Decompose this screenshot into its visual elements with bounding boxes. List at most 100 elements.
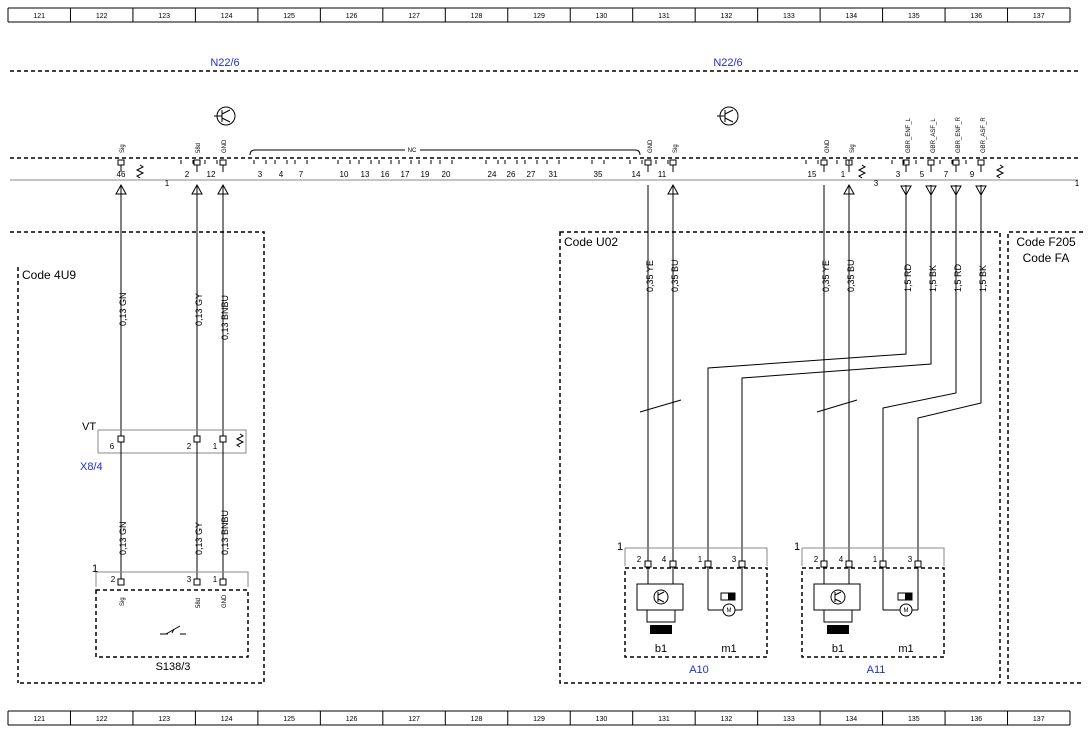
ruler-cell-label: 128 xyxy=(471,716,483,723)
code-f205-boundary xyxy=(1007,231,1083,684)
wire-rd xyxy=(882,185,957,563)
ruler-cell-label: 129 xyxy=(533,716,545,723)
ruler-cell-label: 122 xyxy=(96,716,108,723)
ruler-cell-label: 134 xyxy=(846,716,858,723)
ruler-cell-label: 131 xyxy=(658,716,670,723)
ruler-cell-label: 124 xyxy=(221,716,233,723)
ruler-cell-label: 121 xyxy=(33,716,45,723)
ruler-cell-label: 135 xyxy=(908,13,920,20)
wire-bk xyxy=(741,185,932,563)
a11-b1-label: b1 xyxy=(832,643,844,655)
connector-pin-number: 13 xyxy=(361,170,370,179)
motor-icon: M xyxy=(727,608,732,614)
nc-label: NC xyxy=(408,148,417,154)
pin-number: 2 xyxy=(111,575,116,584)
wire-label: 0,35 BU xyxy=(846,259,856,292)
pin-number: 2 xyxy=(187,442,192,451)
pin-signal-label: Sig xyxy=(673,144,679,153)
pin-signal-label: GBR_ENF_L xyxy=(906,117,912,153)
component-name-a11: A11 xyxy=(867,664,886,676)
connector-pin-number: 17 xyxy=(401,170,410,179)
connector-pin-number: 1 xyxy=(841,170,846,179)
connector-pin-number: 4 xyxy=(279,170,284,179)
code-u02-boundary xyxy=(559,231,1001,684)
pin-signal-label: Sig xyxy=(120,144,126,153)
wire-label: 0,35 YE xyxy=(821,260,831,292)
a11-conn-label: 1 xyxy=(794,541,800,553)
connector-pin-number: 24 xyxy=(488,170,497,179)
connector-pin-number: 3 xyxy=(896,170,901,179)
nc-brace xyxy=(249,149,641,156)
wire-bk xyxy=(917,185,982,563)
wire-label: 0,13 BNBU xyxy=(220,295,230,340)
pin-number: 4 xyxy=(662,555,667,564)
connector-pin-number: 3 xyxy=(258,170,263,179)
ruler-cell-label: 123 xyxy=(158,716,170,723)
pin-number: 1 xyxy=(873,555,878,564)
code-4u9-outer-boundary xyxy=(10,231,265,684)
wire-label: 0,35 YE xyxy=(645,260,655,292)
module-label-left: N22/6 xyxy=(210,57,239,69)
s138-conn-label: 1 xyxy=(92,563,98,575)
ruler-cell-label: 125 xyxy=(283,716,295,723)
ruler-cell-label: 126 xyxy=(346,13,358,20)
connector-pin-number: 7 xyxy=(944,170,949,179)
ruler-cell-label: 130 xyxy=(596,13,608,20)
ruler-cell-label: 133 xyxy=(783,716,795,723)
ruler-cell-label: 128 xyxy=(471,13,483,20)
twisted-pair-mark xyxy=(816,399,858,413)
pin-signal-label: GND xyxy=(222,594,228,608)
connector-name-x8: X8/4 xyxy=(80,461,103,473)
pin-signal-label: GND xyxy=(222,139,228,153)
pin-number: 1 xyxy=(213,575,218,584)
ruler-cell-label: 123 xyxy=(158,13,170,20)
connector-pin-number: 16 xyxy=(381,170,390,179)
pin-signal-label: 58d xyxy=(196,143,202,153)
ruler-cell-label: 125 xyxy=(283,13,295,20)
connector-pin-number: 15 xyxy=(808,170,817,179)
connector-pin-number: 12 xyxy=(207,170,216,179)
ruler-cell-label: 126 xyxy=(346,716,358,723)
connector-pin-number: 11 xyxy=(658,170,667,179)
connector-pin-number: 31 xyxy=(549,170,558,179)
connector-side-label: 3 xyxy=(874,179,879,188)
connector-pin-number: 9 xyxy=(970,170,975,179)
connector-side-label: 1 xyxy=(1075,179,1080,188)
connector-side-label: 1 xyxy=(165,179,170,188)
pin-signal-label: GND xyxy=(825,139,831,153)
connector-pin-number: 2 xyxy=(185,170,190,179)
pin-number: 2 xyxy=(637,555,642,564)
ruler-cell-label: 130 xyxy=(596,716,608,723)
connector-pin-number: 46 xyxy=(117,170,126,179)
ruler-cell-label: 129 xyxy=(533,13,545,20)
ruler-cell-label: 136 xyxy=(970,716,982,723)
connector-pin-number: 14 xyxy=(632,170,641,179)
connector-pin-number: 7 xyxy=(299,170,304,179)
transistor-icon xyxy=(717,106,739,126)
pin-signal-label: 58d xyxy=(196,598,202,608)
connector-pin-number: 27 xyxy=(527,170,536,179)
pin-signal-label: GBR_ENF_R xyxy=(956,116,962,153)
a10-m1-label: m1 xyxy=(721,643,736,655)
component-a10 xyxy=(624,547,768,658)
pin-number: 6 xyxy=(110,442,115,451)
connector-x8-4 xyxy=(97,429,247,454)
pin-number: 2 xyxy=(814,555,819,564)
component-a11 xyxy=(801,547,945,658)
wire-label: 0,13 GY xyxy=(194,293,204,326)
motor-icon: M xyxy=(904,608,909,614)
ruler-cell-label: 127 xyxy=(408,13,420,20)
signal-arrow-icon xyxy=(667,183,679,195)
svg-text:M: M xyxy=(904,608,909,614)
ruler-cell-label: 132 xyxy=(721,716,733,723)
code-label-u02: Code U02 xyxy=(564,235,618,249)
wire-label: 1,5 RD xyxy=(903,263,913,292)
pin-signal-label: GBR_ASF_L xyxy=(931,118,937,153)
component-name-s138: S138/3 xyxy=(156,661,191,673)
ruler-cell-label: 124 xyxy=(221,13,233,20)
wire-rd xyxy=(707,185,907,563)
wire-label: 0,13 GN xyxy=(118,521,128,555)
pin-number: 3 xyxy=(187,575,192,584)
